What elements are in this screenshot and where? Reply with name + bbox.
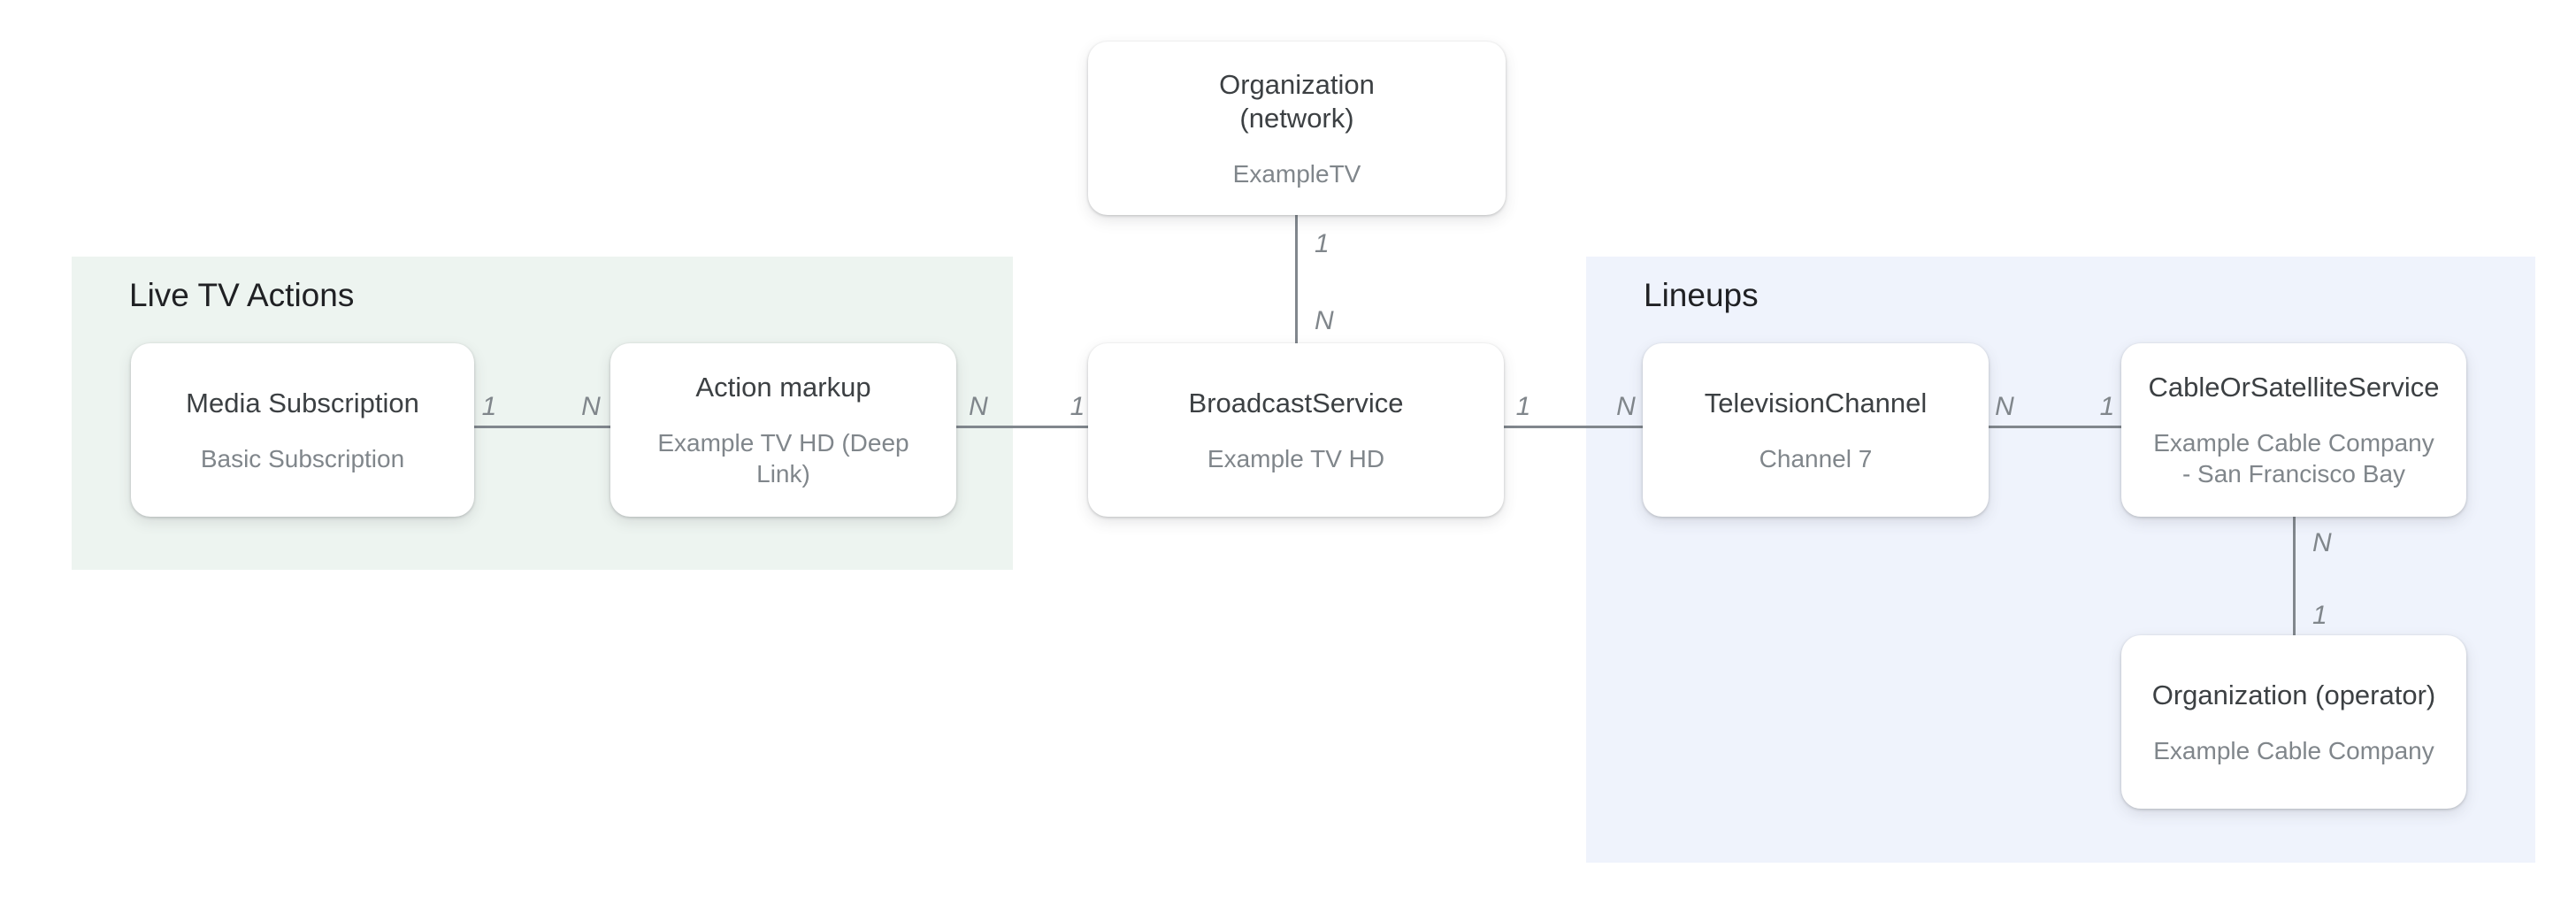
node-title: BroadcastService bbox=[1188, 387, 1404, 418]
edge-network-broadcast-line bbox=[1295, 215, 1298, 343]
edge-media-action-line bbox=[474, 426, 610, 428]
edge-media-action-label-end: N bbox=[581, 392, 601, 421]
edge-tv-cable-line bbox=[1989, 426, 2121, 428]
edge-broadcast-tv-line bbox=[1504, 426, 1643, 428]
edge-action-broadcast-line bbox=[956, 426, 1088, 428]
edge-network-broadcast-label-start: 1 bbox=[1315, 229, 1330, 258]
edge-cable-operator-line bbox=[2293, 517, 2296, 635]
edge-tv-cable-label-end: 1 bbox=[2099, 392, 2115, 421]
node-subtitle: Example TV HD bbox=[1207, 444, 1385, 472]
node-title: TelevisionChannel bbox=[1704, 387, 1928, 418]
node-action-markup: Action markup Example TV HD (Deep Link) bbox=[610, 343, 956, 517]
edge-cable-operator-label-start: N bbox=[2312, 528, 2332, 557]
node-subtitle: ExampleTV bbox=[1232, 159, 1361, 188]
edge-tv-cable-label-start: N bbox=[1995, 392, 2014, 421]
node-subtitle: Example Cable Company - San Francisco Ba… bbox=[2153, 429, 2434, 488]
node-title: Organization (network) bbox=[1219, 68, 1375, 134]
node-organization-operator: Organization (operator) Example Cable Co… bbox=[2121, 635, 2466, 809]
node-organization-network: Organization (network) ExampleTV bbox=[1088, 42, 1506, 215]
node-broadcast-service: BroadcastService Example TV HD bbox=[1088, 343, 1504, 517]
edge-cable-operator-label-end: 1 bbox=[2312, 601, 2327, 630]
edge-network-broadcast-label-end: N bbox=[1315, 306, 1334, 335]
edge-media-action-label-start: 1 bbox=[481, 392, 497, 421]
region-title-lineups: Lineups bbox=[1644, 277, 1759, 313]
node-subtitle: Channel 7 bbox=[1759, 444, 1873, 472]
edge-action-broadcast-label-end: 1 bbox=[1070, 392, 1085, 421]
node-television-channel: TelevisionChannel Channel 7 bbox=[1643, 343, 1989, 517]
node-title: Organization (operator) bbox=[2151, 679, 2436, 710]
edge-action-broadcast-label-start: N bbox=[969, 392, 988, 421]
node-subtitle: Example Cable Company bbox=[2153, 736, 2434, 764]
node-subtitle: Basic Subscription bbox=[200, 444, 405, 472]
edge-broadcast-tv-label-end: N bbox=[1616, 392, 1636, 421]
edge-broadcast-tv-label-start: 1 bbox=[1515, 392, 1531, 421]
node-media-subscription: Media Subscription Basic Subscription bbox=[131, 343, 474, 517]
node-title: CableOrSatelliteService bbox=[2148, 372, 2440, 403]
node-title: Media Subscription bbox=[186, 387, 419, 418]
node-cable-or-satellite-service: CableOrSatelliteService Example Cable Co… bbox=[2121, 343, 2466, 517]
region-title-live-tv-actions: Live TV Actions bbox=[129, 277, 355, 313]
node-subtitle: Example TV HD (Deep Link) bbox=[657, 429, 909, 488]
node-title: Action markup bbox=[695, 372, 871, 403]
